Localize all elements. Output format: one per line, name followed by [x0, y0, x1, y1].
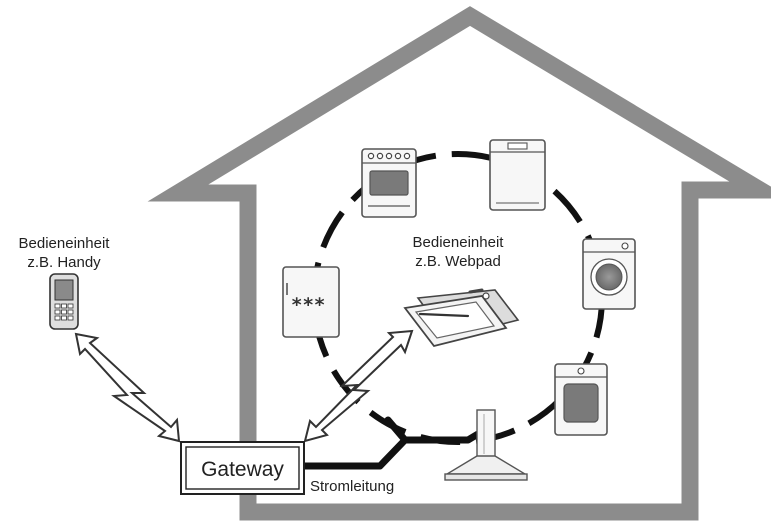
fridge-icon: *** — [282, 266, 340, 338]
gateway-icon — [180, 441, 305, 495]
handy-label-line2: z.B. Handy — [27, 254, 101, 271]
stromleitung-label: Stromleitung — [310, 478, 394, 495]
range-hood-icon — [444, 409, 528, 481]
washing-machine-icon — [582, 238, 636, 310]
webpad-label-line2: z.B. Webpad — [415, 253, 501, 270]
gateway-label: Gateway — [201, 458, 284, 481]
house-icon — [147, 6, 771, 521]
fridge-display-text: *** — [291, 294, 325, 316]
webpad-icon — [403, 288, 520, 348]
dishwasher-icon — [489, 139, 546, 211]
dryer-icon — [554, 363, 608, 436]
lightning-arrow-icon — [74, 332, 181, 443]
webpad-label-line1: Bedieneinheit — [413, 234, 505, 251]
power-cable — [300, 430, 480, 470]
handy-label-line1: Bedieneinheit — [19, 235, 111, 252]
phone-icon — [49, 273, 79, 330]
oven-icon — [361, 148, 417, 218]
